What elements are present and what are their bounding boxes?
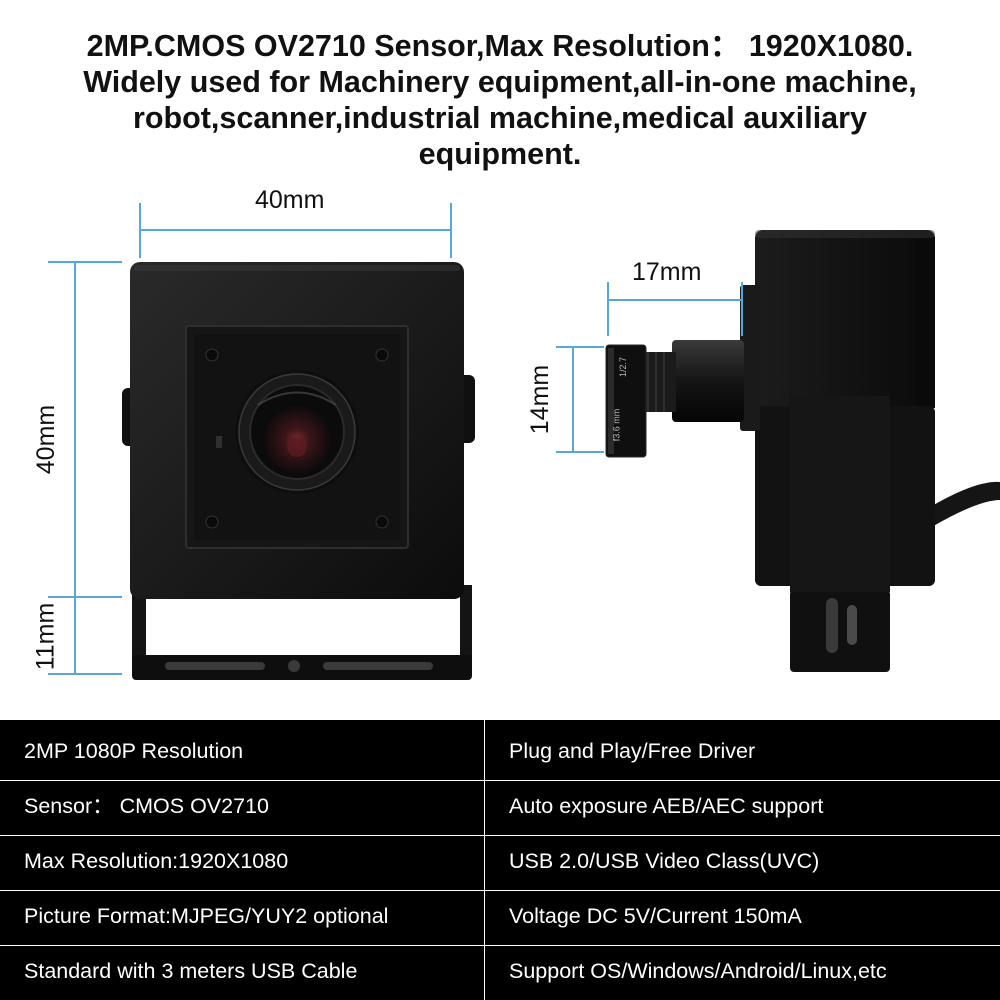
- headline-line-2: Widely used for Machinery equipment,all-…: [83, 65, 917, 99]
- spec-right: Auto exposure AEB/AEC support: [509, 794, 824, 818]
- spec-row: Max Resolution:1920X1080 USB 2.0/USB Vid…: [0, 834, 1000, 889]
- row-separator: [0, 890, 1000, 891]
- spec-left: Picture Format:MJPEG/YUY2 optional: [24, 904, 389, 928]
- product-photo: [48, 203, 1000, 680]
- side-camera-body: [755, 230, 935, 408]
- dimension-height-label: 40mm: [32, 404, 61, 475]
- spec-left: Standard with 3 meters USB Cable: [24, 959, 358, 983]
- spec-table-divider: [484, 720, 485, 1000]
- row-separator: [0, 835, 1000, 836]
- row-separator: [0, 780, 1000, 781]
- headline-line-3: robot,scanner,industrial machine,medical…: [133, 101, 867, 135]
- spec-table: 2MP 1080P Resolution Plug and Play/Free …: [0, 720, 1000, 1000]
- lens-format-marking: 1/2.7: [618, 356, 629, 378]
- dimension-width-label: 40mm: [255, 186, 325, 214]
- headline-line-1: 2MP.CMOS OV2710 Sensor,Max Resolution： 1…: [86, 29, 914, 63]
- side-lens: [605, 340, 744, 458]
- usb-cable: [925, 481, 1000, 528]
- lens-focal-marking: f3.6 mm: [611, 408, 622, 442]
- spec-row: 2MP 1080P Resolution Plug and Play/Free …: [0, 724, 1000, 779]
- spec-right: Voltage DC 5V/Current 150mA: [509, 904, 802, 928]
- row-separator: [0, 945, 1000, 946]
- side-camera-view: [605, 230, 1000, 672]
- spec-left: Sensor： CMOS OV2710: [24, 794, 269, 818]
- spec-row: Picture Format:MJPEG/YUY2 optional Volta…: [0, 889, 1000, 944]
- spec-right: Support OS/Windows/Android/Linux,etc: [509, 959, 887, 983]
- spec-row: Sensor： CMOS OV2710 Auto exposure AEB/AE…: [0, 779, 1000, 834]
- spec-right: Plug and Play/Free Driver: [509, 739, 756, 763]
- dimension-bracket-label: 11mm: [31, 602, 60, 671]
- spec-left: 2MP 1080P Resolution: [24, 739, 244, 763]
- spec-right: USB 2.0/USB Video Class(UVC): [509, 849, 820, 873]
- front-camera-view: [122, 262, 475, 680]
- front-lens: [235, 370, 359, 494]
- dimension-lines: [48, 203, 743, 675]
- spec-row: Standard with 3 meters USB Cable Support…: [0, 944, 1000, 999]
- headline: 2MP.CMOS OV2710 Sensor,Max Resolution： 1…: [0, 28, 1000, 172]
- spec-left: Max Resolution:1920X1080: [24, 849, 289, 873]
- dimension-lens-length-label: 17mm: [632, 258, 702, 286]
- headline-line-4: equipment.: [418, 137, 582, 171]
- dimension-lens-diameter-label: 14mm: [526, 364, 555, 435]
